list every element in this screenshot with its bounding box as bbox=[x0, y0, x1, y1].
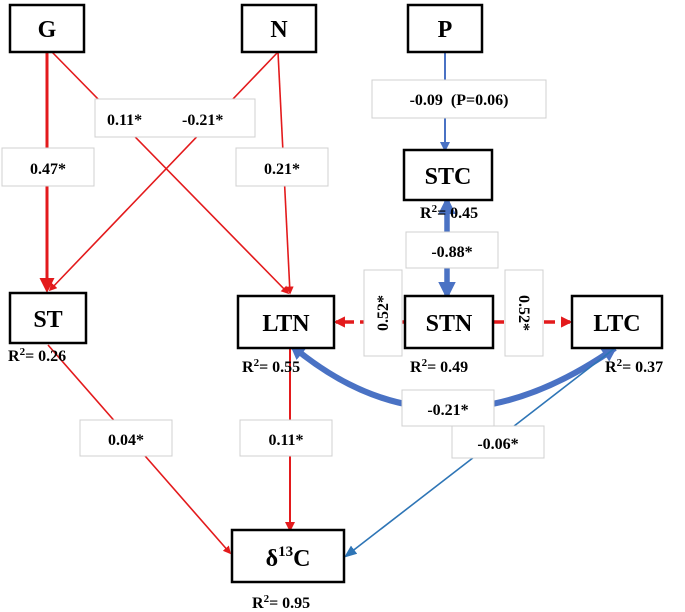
node-ltn: LTN bbox=[236, 294, 336, 350]
edge-label-g-ltn-n-st: 0.11* -0.21* bbox=[94, 98, 256, 138]
edge-label-n-ltn-box: 0.21* bbox=[235, 147, 329, 187]
node-ltc: LTC bbox=[570, 294, 664, 350]
edge-label-g-st: 0.47* bbox=[30, 161, 66, 178]
node-n: N bbox=[240, 3, 318, 54]
edge-label-st-d13c: 0.04* bbox=[108, 432, 144, 449]
edge-label-n-st: -0.21* bbox=[182, 112, 223, 129]
edge-label-ltn-ltc: -0.21* bbox=[427, 402, 468, 419]
node-stc: STC bbox=[402, 148, 494, 202]
node-ltn-label: LTN bbox=[262, 311, 310, 337]
node-g-label: G bbox=[38, 17, 57, 43]
r2-ltc: R2= 0.37 bbox=[605, 357, 663, 376]
edge-label-stn-ltc: 0.52* bbox=[515, 295, 532, 331]
node-d13c: δ13C bbox=[230, 528, 346, 584]
node-ltc-label: LTC bbox=[593, 311, 640, 337]
edge-label-stc-stn: -0.88* bbox=[431, 244, 472, 261]
node-p: P bbox=[406, 3, 484, 54]
node-st: ST bbox=[8, 291, 88, 345]
node-g: G bbox=[8, 3, 86, 54]
edge-label-ltc-d13c: -0.06* bbox=[477, 436, 518, 453]
edge-label-stn-ltn-box: 0.52* bbox=[363, 269, 403, 357]
arrow-g-to-ltn bbox=[51, 51, 290, 295]
r2-st: R2= 0.26 bbox=[8, 346, 66, 365]
node-n-label: N bbox=[270, 17, 288, 43]
edge-label-ltn-d13c: 0.11* bbox=[268, 432, 303, 449]
edge-label-stn-ltn: 0.52* bbox=[375, 295, 392, 331]
node-st-label: ST bbox=[33, 307, 62, 333]
edge-label-p-stc-box: -0.09 (P=0.06) bbox=[371, 79, 547, 119]
edge-label-stn-ltc-box: 0.52* bbox=[504, 269, 544, 357]
node-stc-label: STC bbox=[425, 164, 472, 190]
edge-label-g-st-box: 0.47* bbox=[1, 147, 95, 187]
r2-stc: R2= 0.45 bbox=[420, 203, 478, 222]
edge-label-p-stc: -0.09 (P=0.06) bbox=[410, 92, 509, 109]
arrow-n-to-st bbox=[48, 51, 279, 292]
node-stn: STN bbox=[403, 294, 495, 350]
edge-label-ltn-d13c-box: 0.11* bbox=[239, 419, 333, 457]
edge-label-ltn-ltc-box: -0.21* bbox=[401, 389, 495, 427]
edge-label-g-ltn: 0.11* bbox=[107, 112, 142, 129]
edge-label-ltc-d13c-box: -0.06* bbox=[451, 425, 545, 459]
edge-label-n-ltn: 0.21* bbox=[264, 161, 300, 178]
edge-label-st-d13c-box: 0.04* bbox=[79, 419, 173, 457]
node-stn-label: STN bbox=[426, 311, 473, 337]
edge-label-stc-stn-box: -0.88* bbox=[405, 231, 499, 269]
node-p-label: P bbox=[438, 17, 453, 43]
r2-ltn: R2= 0.55 bbox=[242, 357, 300, 376]
r2-d13c: R2= 0.95 bbox=[252, 593, 310, 612]
r2-stn: R2= 0.49 bbox=[410, 357, 468, 376]
node-d13c-label: δ13C bbox=[266, 544, 311, 572]
